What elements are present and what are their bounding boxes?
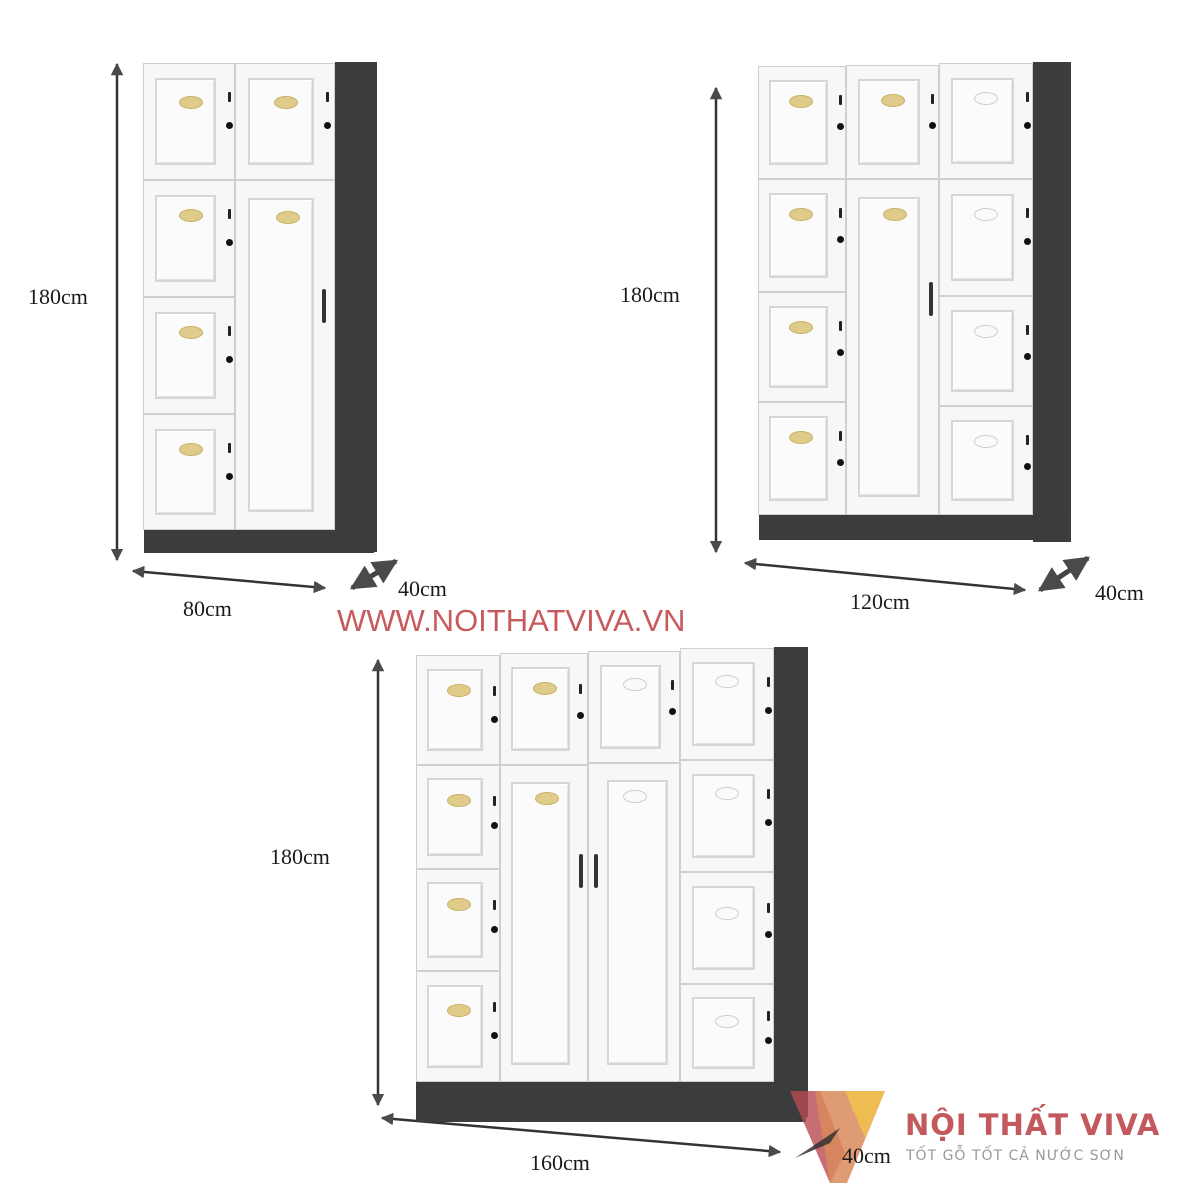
compartment-door[interactable]: [939, 296, 1033, 406]
compartment-door[interactable]: [143, 297, 235, 414]
compartment-door[interactable]: [846, 65, 939, 179]
compartment-door[interactable]: [939, 63, 1033, 179]
cabinet-1-depth-label: 40cm: [398, 576, 447, 601]
compartment-door[interactable]: [680, 760, 774, 872]
compartment-door[interactable]: [500, 653, 588, 765]
cabinet-3-height-label: 180cm: [270, 844, 330, 869]
cabinet-3-depth-label: 40cm: [842, 1143, 891, 1168]
compartment-door[interactable]: [939, 406, 1033, 515]
compartment-door[interactable]: [143, 180, 235, 297]
cabinet-120cm: [755, 60, 1075, 545]
compartment-door[interactable]: [143, 414, 235, 530]
viva-logo-icon: [790, 1091, 885, 1183]
cabinet-plinth: [144, 530, 374, 553]
cabinet-side: [335, 62, 377, 552]
compartment-door[interactable]: [416, 765, 500, 869]
tall-door[interactable]: [588, 763, 680, 1082]
cabinet-plinth: [416, 1082, 806, 1122]
cabinet-2-height-label: 180cm: [620, 282, 680, 307]
compartment-door[interactable]: [235, 63, 335, 180]
tall-door[interactable]: [500, 765, 588, 1082]
compartment-door[interactable]: [416, 971, 500, 1082]
compartment-door[interactable]: [416, 869, 500, 971]
compartment-door[interactable]: [939, 179, 1033, 296]
compartment-door[interactable]: [680, 984, 774, 1082]
cabinet-80cm: [140, 60, 380, 555]
brand-slogan: TỐT GỖ TỐT CẢ NƯỚC SƠN: [906, 1148, 1125, 1164]
cabinet-plinth: [759, 515, 1069, 540]
cabinet-160cm: [412, 645, 812, 1125]
cabinet-3-width-label: 160cm: [530, 1150, 590, 1175]
brand-name: NỘI THẤT VIVA: [905, 1108, 1161, 1142]
website-watermark: WWW.NOITHATVIVA.VN: [337, 603, 686, 638]
cabinet-2-width-label: 120cm: [850, 589, 910, 614]
cabinet-2-depth-label: 40cm: [1095, 580, 1144, 605]
cabinet-1-height-label: 180cm: [28, 284, 88, 309]
cabinet-side: [1033, 62, 1071, 542]
compartment-door[interactable]: [758, 66, 846, 179]
tall-door[interactable]: [235, 180, 335, 530]
cabinet-1-width-label: 80cm: [183, 596, 232, 621]
compartment-door[interactable]: [416, 655, 500, 765]
tall-door[interactable]: [846, 179, 939, 515]
compartment-door[interactable]: [588, 651, 680, 763]
compartment-door[interactable]: [758, 179, 846, 292]
cabinet-side: [774, 647, 808, 1117]
compartment-door[interactable]: [143, 63, 235, 180]
compartment-door[interactable]: [758, 292, 846, 402]
compartment-door[interactable]: [758, 402, 846, 515]
compartment-door[interactable]: [680, 648, 774, 760]
compartment-door[interactable]: [680, 872, 774, 984]
